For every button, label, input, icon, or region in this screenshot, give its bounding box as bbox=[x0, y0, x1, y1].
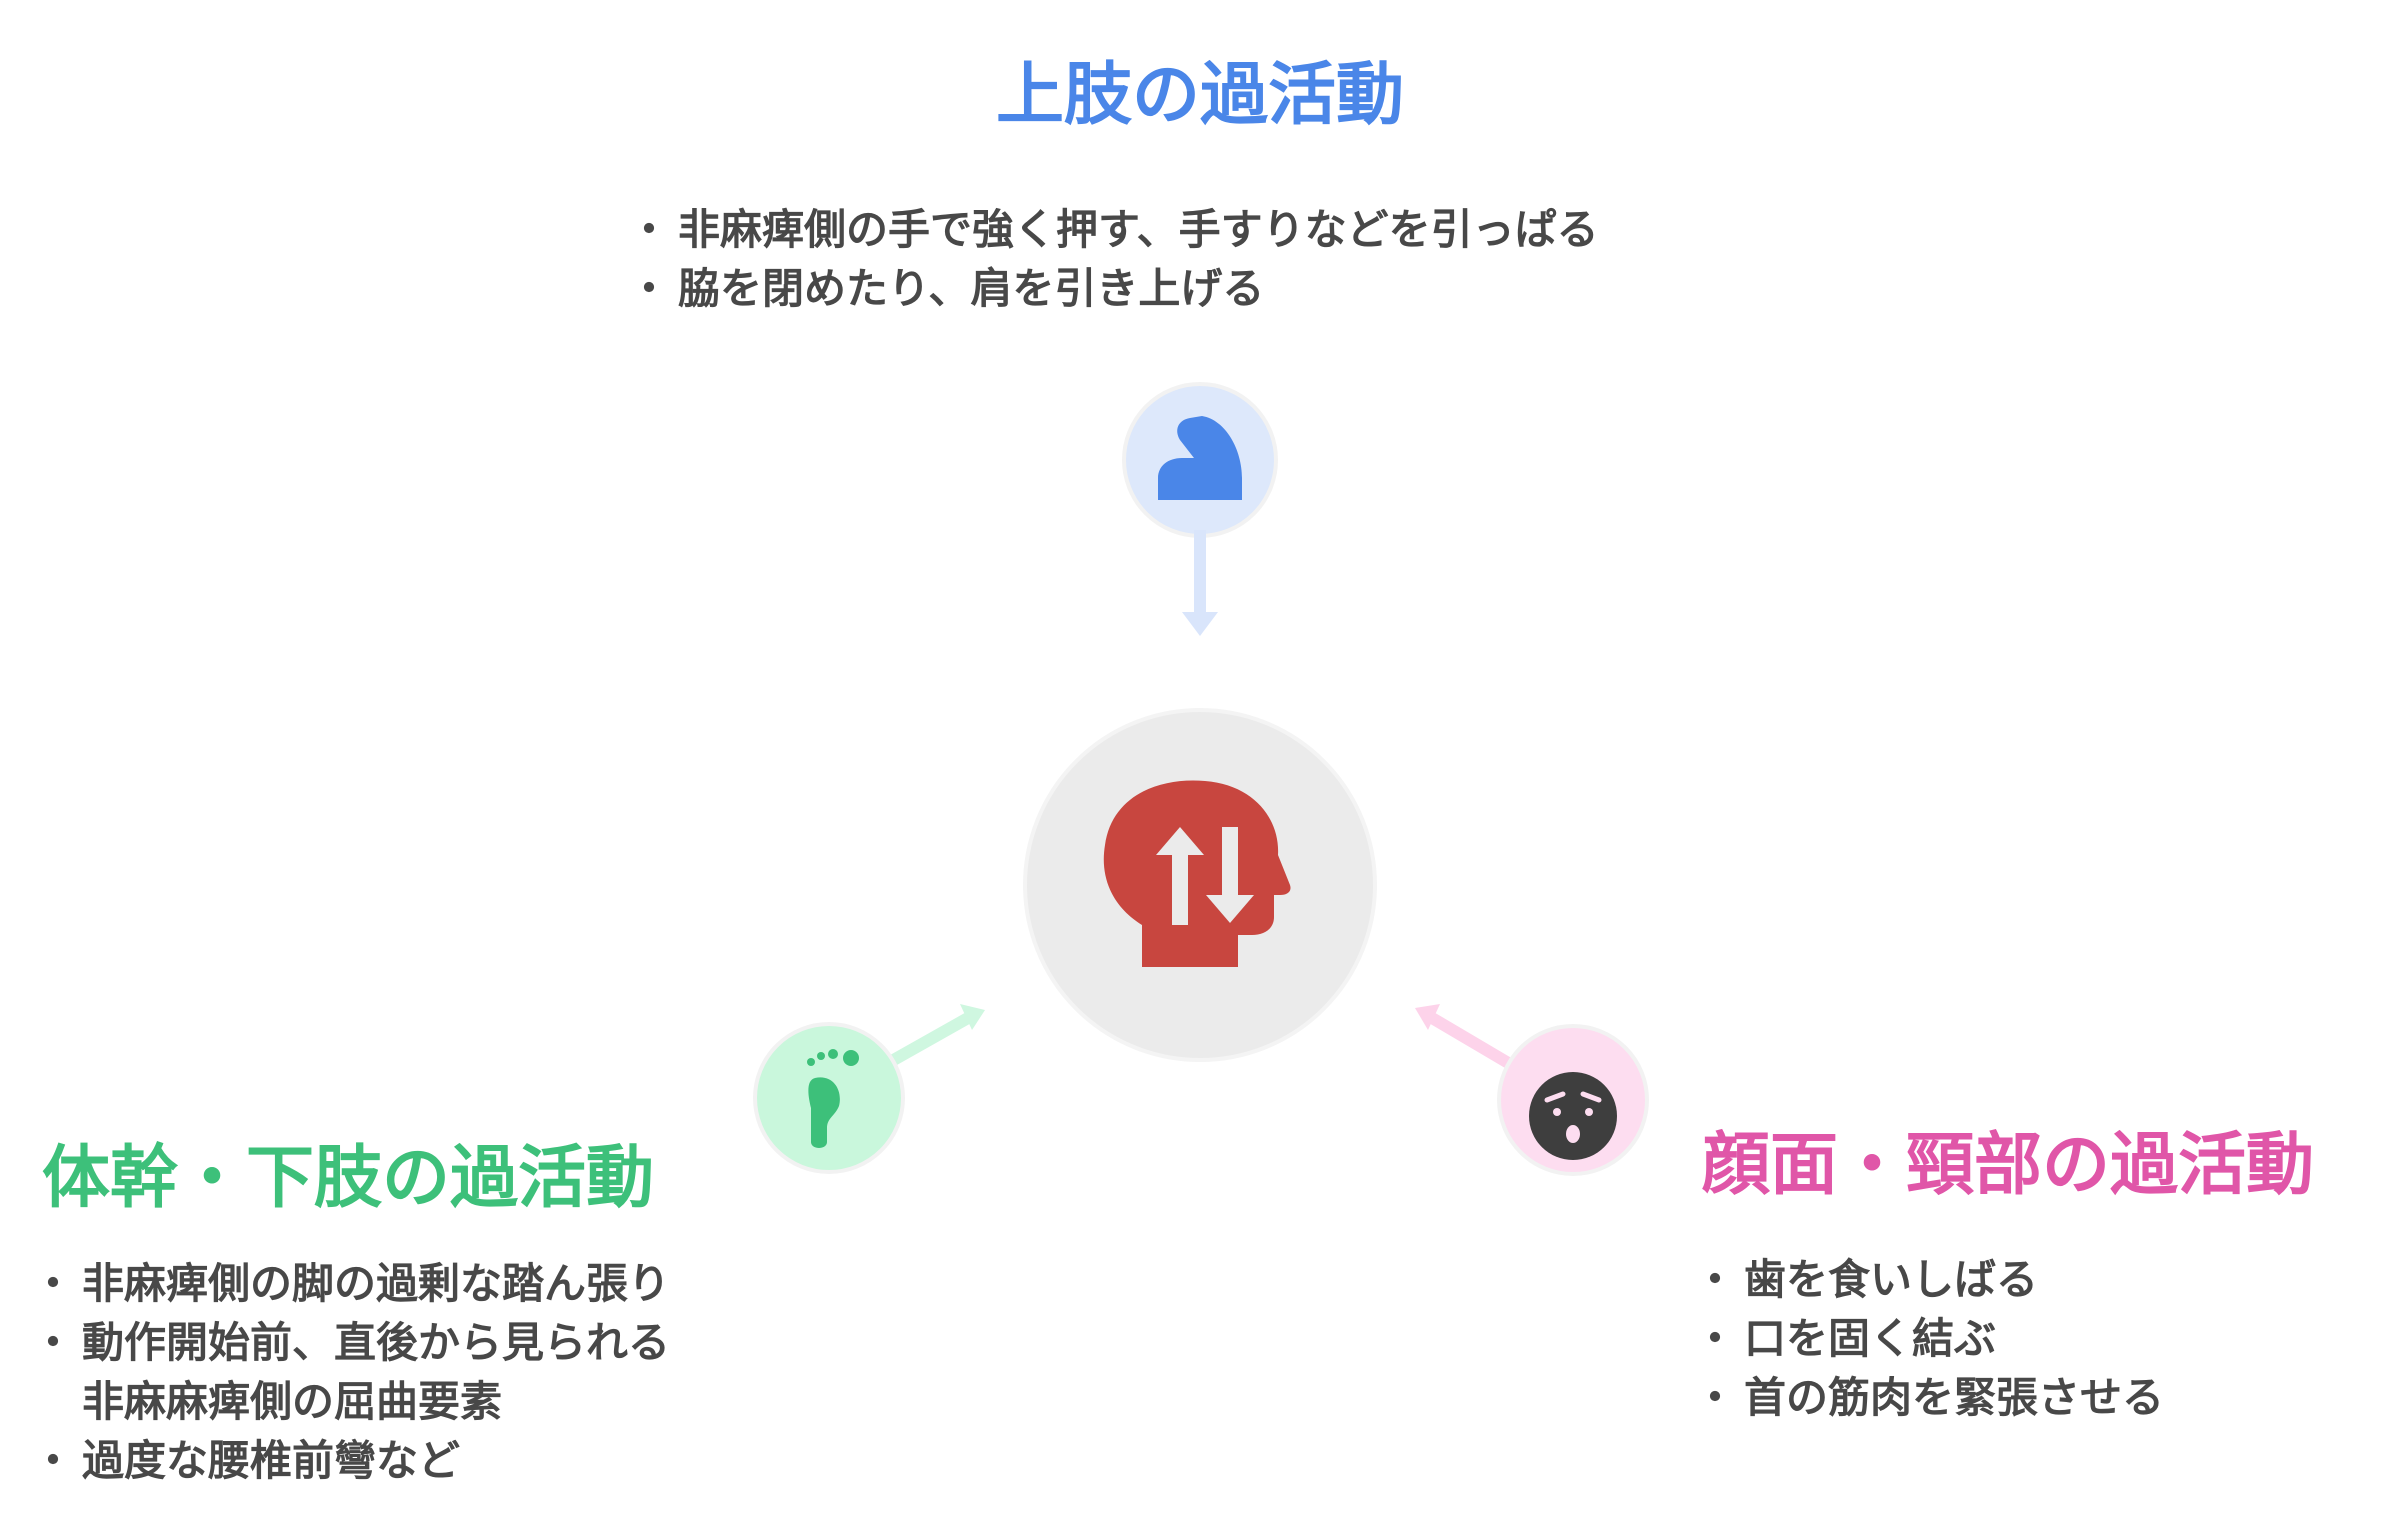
list-item: 首の筋肉を緊張させる bbox=[1694, 1368, 2164, 1427]
head-arrows-icon bbox=[1103, 780, 1291, 967]
face-title: 顔面・頸部の過活動 bbox=[1702, 1126, 2315, 1205]
list-item: 口を固く結ぶ bbox=[1694, 1309, 2164, 1368]
list-item: 歯を食いしばる bbox=[1694, 1250, 2164, 1309]
anxious-face-icon bbox=[1529, 1072, 1617, 1160]
flexed-arm-icon bbox=[1158, 416, 1242, 500]
upper-title: 上肢の過活動 bbox=[995, 56, 1404, 135]
trunk-list: 非麻痺側の脚の過剰な踏ん張り 動作開始前、直後から見られる 非麻麻痺側の屈曲要素… bbox=[32, 1254, 670, 1490]
list-item-continuation: 非麻麻痺側の屈曲要素 bbox=[82, 1377, 503, 1426]
trunk-arrowhead bbox=[960, 1004, 985, 1030]
list-item: 過度な腰椎前彎など bbox=[32, 1431, 670, 1490]
trunk-arrow-line bbox=[887, 1012, 971, 1068]
face-arrowhead bbox=[1415, 1004, 1440, 1030]
face-list: 歯を食いしばる 口を固く結ぶ 首の筋肉を緊張させる bbox=[1694, 1250, 2164, 1427]
footprint-icon bbox=[807, 1049, 859, 1148]
list-item: 非麻痺側の脚の過剰な踏ん張り bbox=[32, 1254, 670, 1313]
upper-list: 非麻痺側の手で強く押す、手すりなどを引っぱる 脇を閉めたり、肩を引き上げる bbox=[628, 200, 1599, 318]
upper-arrowhead bbox=[1182, 612, 1218, 636]
face-arrow-line bbox=[1428, 1012, 1514, 1070]
trunk-title: 体幹・下肢の過活動 bbox=[42, 1139, 655, 1218]
list-item: 非麻痺側の手で強く押す、手すりなどを引っぱる bbox=[628, 200, 1599, 259]
list-item: 動作開始前、直後から見られる bbox=[32, 1313, 670, 1372]
list-item: 脇を閉めたり、肩を引き上げる bbox=[628, 259, 1599, 318]
